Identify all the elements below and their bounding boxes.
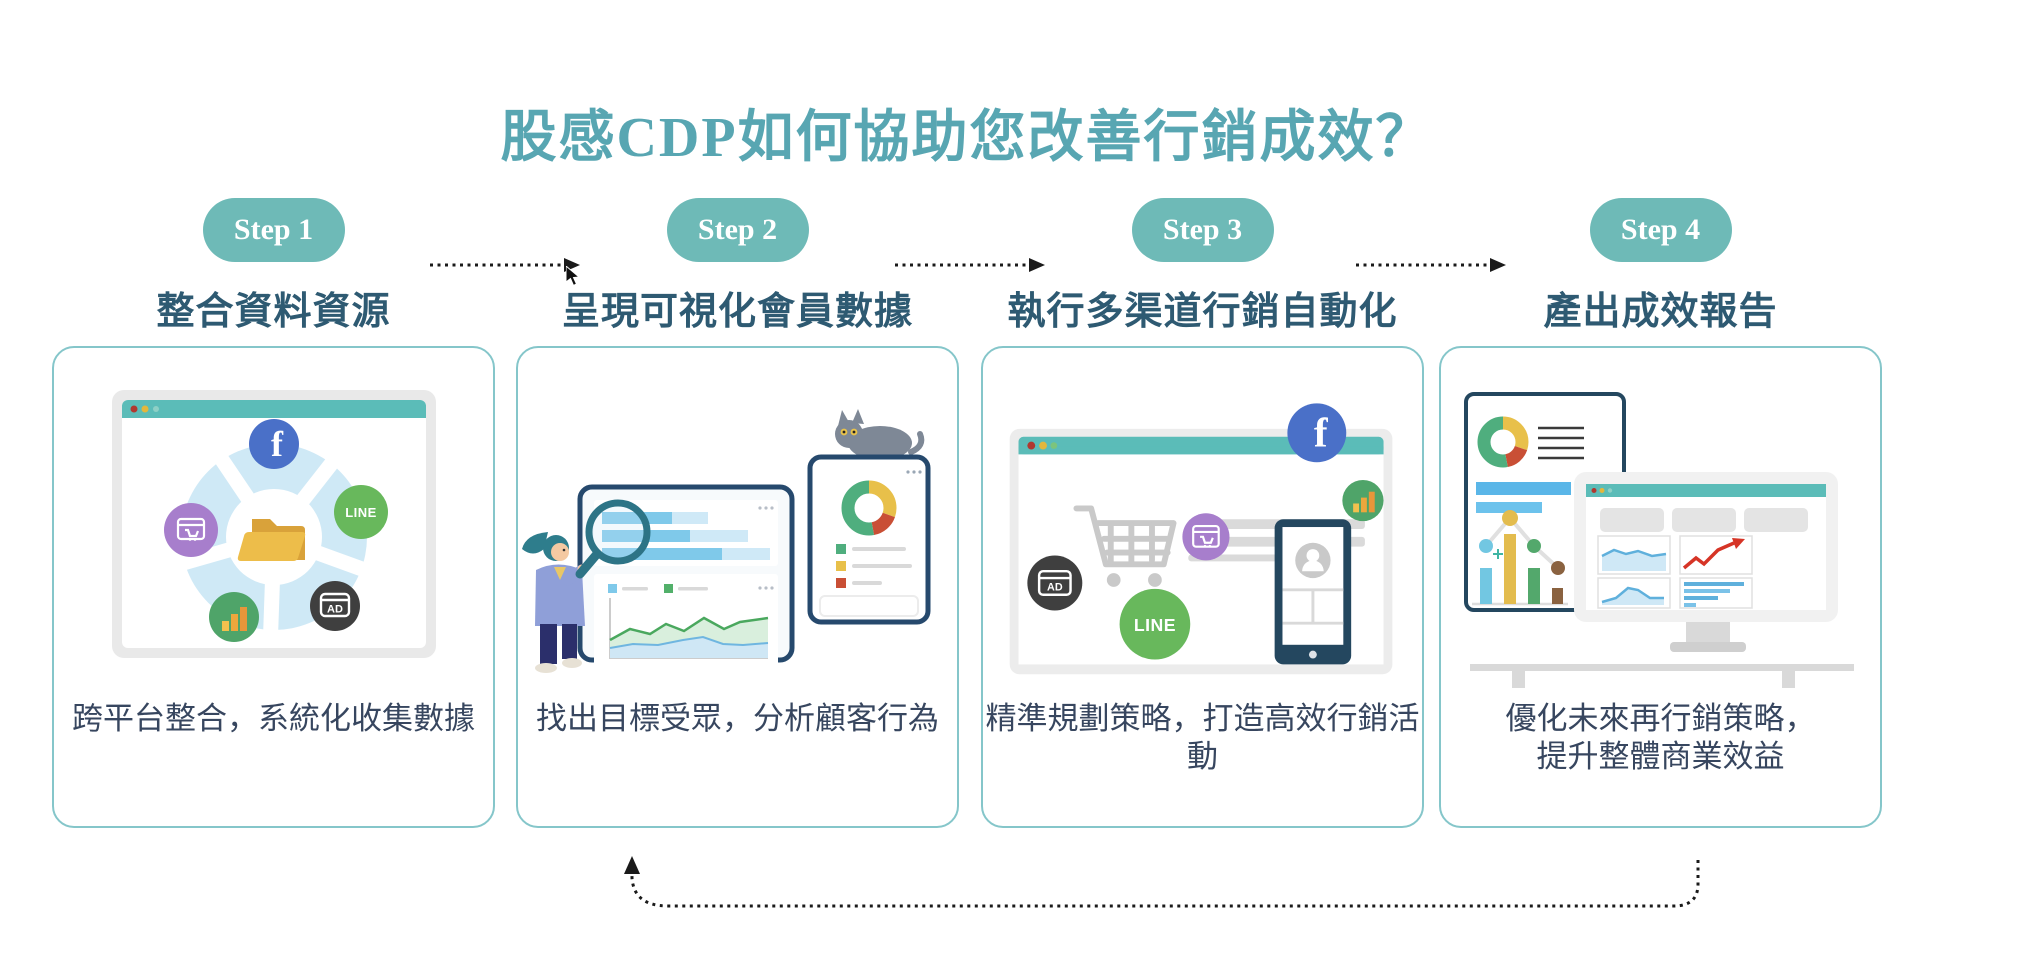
page-title: 股感CDP如何協助您改善行銷成效？ <box>500 106 1434 169</box>
step-pill-label: Step 1 <box>233 213 314 246</box>
step-pill-label: Step 4 <box>1620 213 1701 246</box>
trend-line-chart <box>1682 538 1745 570</box>
svg-text:AD: AD <box>327 604 343 616</box>
step-heading-3: 執行多渠道行銷自動化 <box>1007 291 1398 333</box>
shop-icon <box>163 503 218 557</box>
analytics-icon <box>1341 479 1384 522</box>
step-pill-2: Step 2 <box>666 198 809 262</box>
svg-text:f: f <box>271 424 284 464</box>
step-column-2: Step 2 呈現可視化會員數據 <box>516 0 959 964</box>
step-arrow-3 <box>1356 258 1506 272</box>
step-card-3: f <box>981 346 1424 828</box>
dashboard-panel <box>577 484 794 668</box>
svg-text:LINE: LINE <box>1133 615 1175 635</box>
svg-text:AD: AD <box>1047 581 1063 593</box>
monitor <box>1573 472 1838 652</box>
donut-chart <box>1477 416 1528 468</box>
combo-chart <box>1471 510 1568 606</box>
folder-icon <box>237 519 305 561</box>
step-caption-3: 精準規劃策略，打造高效行銷活動 <box>985 701 1420 774</box>
donut-chart <box>841 480 896 536</box>
cat-icon <box>834 409 924 460</box>
step-card-1: f LINE <box>52 346 495 828</box>
cart-wheel <box>1147 573 1162 587</box>
step-caption-1: 跨平台整合，系統化收集數據 <box>72 701 475 736</box>
area-chart <box>608 598 768 659</box>
step-caption-2: 找出目標受眾，分析顧客行為 <box>536 701 939 736</box>
facebook-icon: f <box>1286 403 1346 463</box>
step-column-3: Step 3 執行多渠道行銷自動化 <box>981 0 1424 964</box>
step-column-4: Step 4 產出成效報告 <box>1439 0 1882 964</box>
tablet <box>807 454 930 625</box>
loopback-arrow <box>624 856 1700 908</box>
step-column-1: Step 1 整合資料資源 <box>52 0 495 964</box>
cart-icon <box>1072 505 1177 568</box>
automation-illustration: f <box>1009 403 1392 675</box>
svg-text:f: f <box>1313 410 1328 456</box>
step-heading-2: 呈現可視化會員數據 <box>561 291 913 333</box>
analytics-icon <box>208 592 259 642</box>
report-illustration <box>1463 392 1854 688</box>
ad-icon: AD <box>1026 555 1082 611</box>
line-icon: LINE <box>333 485 388 539</box>
step-heading-4: 產出成效報告 <box>1543 291 1778 333</box>
step-card-4: 優化未來再行銷策略， 提升整體商業效益 <box>1439 346 1882 828</box>
step-pill-label: Step 3 <box>1162 213 1243 246</box>
step-pill-4: Step 4 <box>1589 198 1732 262</box>
svg-text:LINE: LINE <box>345 505 377 520</box>
step-card-2: 找出目標受眾，分析顧客行為 <box>516 346 959 828</box>
line-icon: LINE <box>1119 588 1190 660</box>
hbar-chart <box>1683 582 1744 607</box>
magnifier-icon <box>575 499 650 579</box>
area-chart-small <box>1600 548 1666 571</box>
ad-icon: AD <box>309 581 360 631</box>
step-caption-4: 優化未來再行銷策略， 提升整體商業效益 <box>1505 701 1816 774</box>
data-integration-illustration: f LINE <box>111 390 436 658</box>
person <box>521 532 587 673</box>
step-heading-1: 整合資料資源 <box>156 291 391 333</box>
shelf <box>1469 664 1854 688</box>
report-sheet <box>1463 392 1626 612</box>
avatar-icon <box>1294 542 1331 579</box>
step-pill-3: Step 3 <box>1131 198 1274 262</box>
area-chart-small-2 <box>1601 586 1664 605</box>
step-pill-1: Step 1 <box>202 198 345 262</box>
facebook-icon: f <box>248 419 299 469</box>
step-pill-label: Step 2 <box>697 213 778 246</box>
dashboard-illustration <box>521 409 930 673</box>
shop-icon <box>1181 513 1229 561</box>
mouse-cursor <box>566 266 580 287</box>
cart-wheel <box>1106 573 1121 587</box>
step-arrow-2 <box>895 258 1045 272</box>
phone-icon <box>1274 519 1351 665</box>
